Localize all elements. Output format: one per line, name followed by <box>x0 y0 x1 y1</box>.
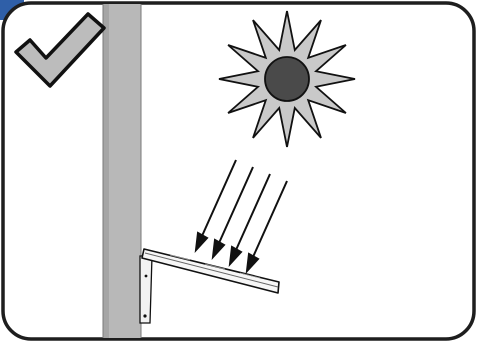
solar-panel-icon <box>139 248 280 324</box>
pole-icon <box>102 4 142 338</box>
check-mark-icon <box>14 12 106 88</box>
sunlight-arrows-icon <box>194 159 288 274</box>
sun-icon <box>218 10 356 148</box>
